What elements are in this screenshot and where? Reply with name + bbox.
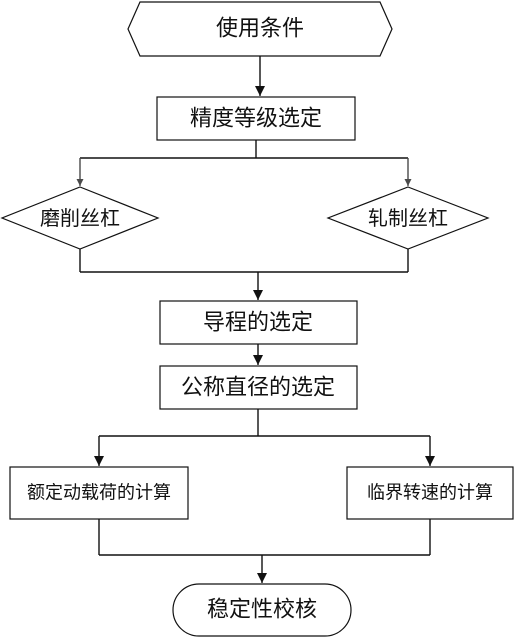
- diameter-node: 公称直径的选定: [159, 365, 358, 410]
- connectors: [76, 56, 435, 583]
- rolled-screw-label: 轧制丝杠: [368, 206, 448, 230]
- ground-screw-node: 磨削丝杠: [0, 186, 160, 250]
- start-shape: [127, 1, 393, 57]
- rolled-screw-node: 轧制丝杠: [326, 186, 490, 250]
- speed-calc-box: [346, 466, 514, 520]
- load-calc-box: [9, 466, 189, 520]
- start-label: 使用条件: [216, 17, 304, 42]
- precision-label: 精度等级选定: [190, 107, 322, 132]
- precision-node: 精度等级选定: [156, 96, 356, 141]
- diameter-label: 公称直径的选定: [181, 376, 335, 401]
- lead-node: 导程的选定: [159, 300, 358, 345]
- lead-label: 导程的选定: [203, 311, 313, 336]
- diameter-box: [159, 365, 358, 410]
- load-calc-node: 额定动载荷的计算: [9, 466, 189, 520]
- end-label: 稳定性校核: [207, 598, 317, 623]
- ground-screw-label: 磨削丝杠: [40, 206, 120, 230]
- precision-box: [156, 96, 356, 141]
- end-node: 稳定性校核: [172, 583, 352, 637]
- speed-calc-label: 临界转速的计算: [367, 483, 493, 504]
- load-calc-label: 额定动载荷的计算: [27, 483, 171, 504]
- end-shape: [172, 583, 352, 637]
- start-node: 使用条件: [127, 1, 393, 57]
- speed-calc-node: 临界转速的计算: [346, 466, 514, 520]
